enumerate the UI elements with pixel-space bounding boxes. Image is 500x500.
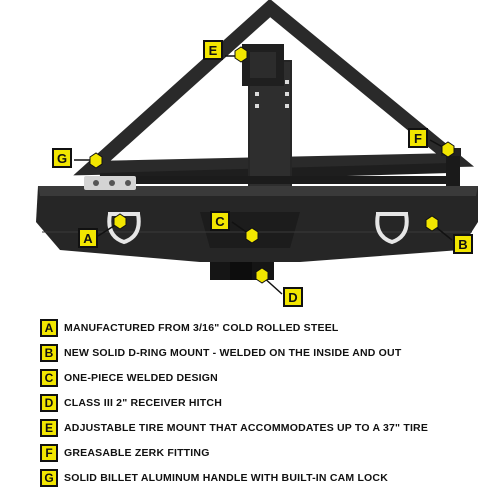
legend-badge-f: F <box>40 444 58 462</box>
legend-text-e: Adjustable tire mount that accommodates … <box>64 422 429 434</box>
legend-text-g: Solid billet aluminum handle with built-… <box>64 472 388 484</box>
bumper-body <box>36 186 478 262</box>
callout-d: D <box>283 287 303 307</box>
legend-text-c: One-piece welded design <box>64 372 218 384</box>
callout-g: G <box>52 148 72 168</box>
legend-badge-b: B <box>40 344 58 362</box>
legend-text-a: Manufactured from 3/16" cold rolled stee… <box>64 322 339 334</box>
legend-item-g: G Solid billet aluminum handle with buil… <box>40 468 388 488</box>
billet-handle <box>84 176 136 190</box>
legend-badge-e: E <box>40 419 58 437</box>
marker-d <box>255 267 269 284</box>
marker-g <box>89 152 103 169</box>
legend-badge-c: C <box>40 369 58 387</box>
callout-e: E <box>203 40 223 60</box>
marker-b <box>425 215 439 232</box>
legend-item-e: E Adjustable tire mount that accommodate… <box>40 418 428 438</box>
callout-a: A <box>78 228 98 248</box>
legend-item-f: F Greasable zerk fitting <box>40 443 210 463</box>
legend-item-a: A Manufactured from 3/16" cold rolled st… <box>40 318 339 338</box>
legend-text-b: New solid D-ring mount - welded on the i… <box>64 347 402 359</box>
legend-item-b: B New solid D-ring mount - welded on the… <box>40 343 401 363</box>
callout-b: B <box>453 234 473 254</box>
legend-text-d: Class III 2" receiver hitch <box>64 397 222 409</box>
bumper-product-image <box>36 0 478 295</box>
marker-c <box>245 227 259 244</box>
legend-badge-d: D <box>40 394 58 412</box>
legend-badge-a: A <box>40 319 58 337</box>
legend-text-f: Greasable zerk fitting <box>64 447 210 459</box>
callout-c: C <box>210 211 230 231</box>
d-ring-left <box>107 212 141 245</box>
legend-item-c: C One-piece welded design <box>40 368 218 388</box>
marker-a <box>113 213 127 230</box>
marker-f <box>441 141 455 158</box>
marker-e <box>234 46 248 63</box>
legend-badge-g: G <box>40 469 58 487</box>
callout-f: F <box>408 128 428 148</box>
d-ring-right <box>375 212 409 245</box>
legend-item-d: D Class III 2" receiver hitch <box>40 393 222 413</box>
